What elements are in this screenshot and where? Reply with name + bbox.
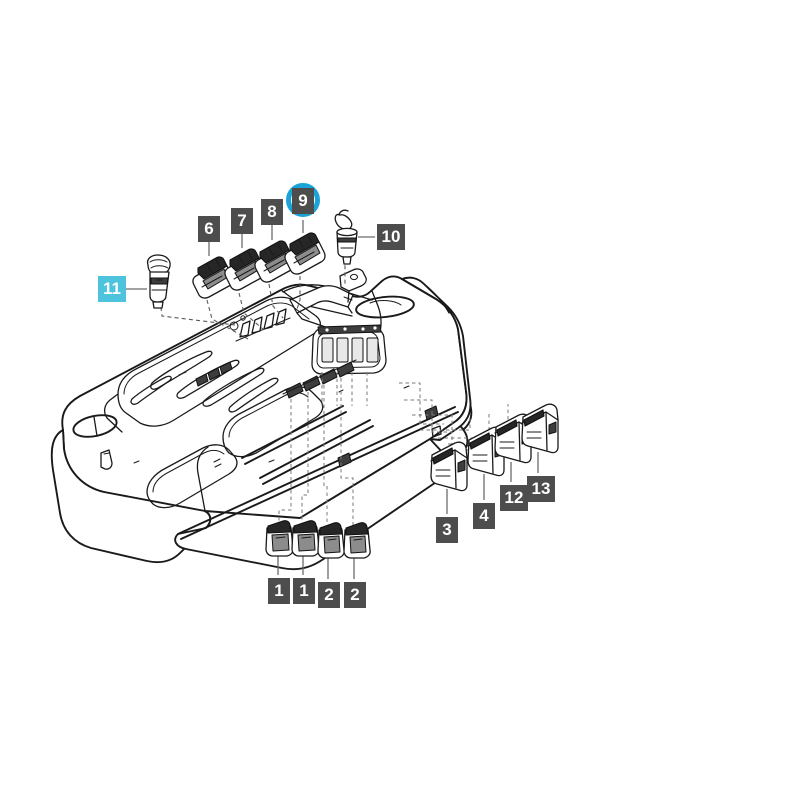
- callout-4[interactable]: 4: [473, 503, 495, 529]
- small-switch-c: [317, 522, 345, 559]
- small-switch-a: [265, 520, 294, 557]
- deck-switch-strip: [195, 359, 357, 399]
- callout-12[interactable]: 12: [500, 485, 528, 511]
- right-relay-bank: [430, 403, 559, 492]
- callout-1-b[interactable]: 1: [293, 578, 315, 604]
- part-10-power-socket: [334, 209, 358, 265]
- callout-3[interactable]: 3: [436, 517, 458, 543]
- small-switch-d: [343, 522, 371, 559]
- relay-3: [430, 441, 468, 492]
- switch-part-9: [284, 232, 326, 275]
- part-11-ignition-switch: [146, 254, 171, 309]
- callout-1-a[interactable]: 1: [268, 578, 290, 604]
- callout-2-a[interactable]: 2: [318, 582, 340, 608]
- lower-switch-bank: [265, 520, 371, 559]
- callout-13[interactable]: 13: [527, 476, 555, 502]
- callout-9[interactable]: 9: [292, 188, 314, 214]
- callout-10[interactable]: 10: [377, 224, 405, 250]
- callout-8[interactable]: 8: [261, 199, 283, 225]
- callout-11[interactable]: 11: [98, 276, 126, 302]
- callout-6[interactable]: 6: [198, 216, 220, 242]
- small-switch-b: [291, 520, 320, 557]
- callout-2-b[interactable]: 2: [344, 582, 366, 608]
- console-body: [50, 268, 473, 571]
- callout-7[interactable]: 7: [231, 208, 253, 234]
- dash-switch-plate: [311, 324, 387, 375]
- relay-13: [521, 403, 559, 454]
